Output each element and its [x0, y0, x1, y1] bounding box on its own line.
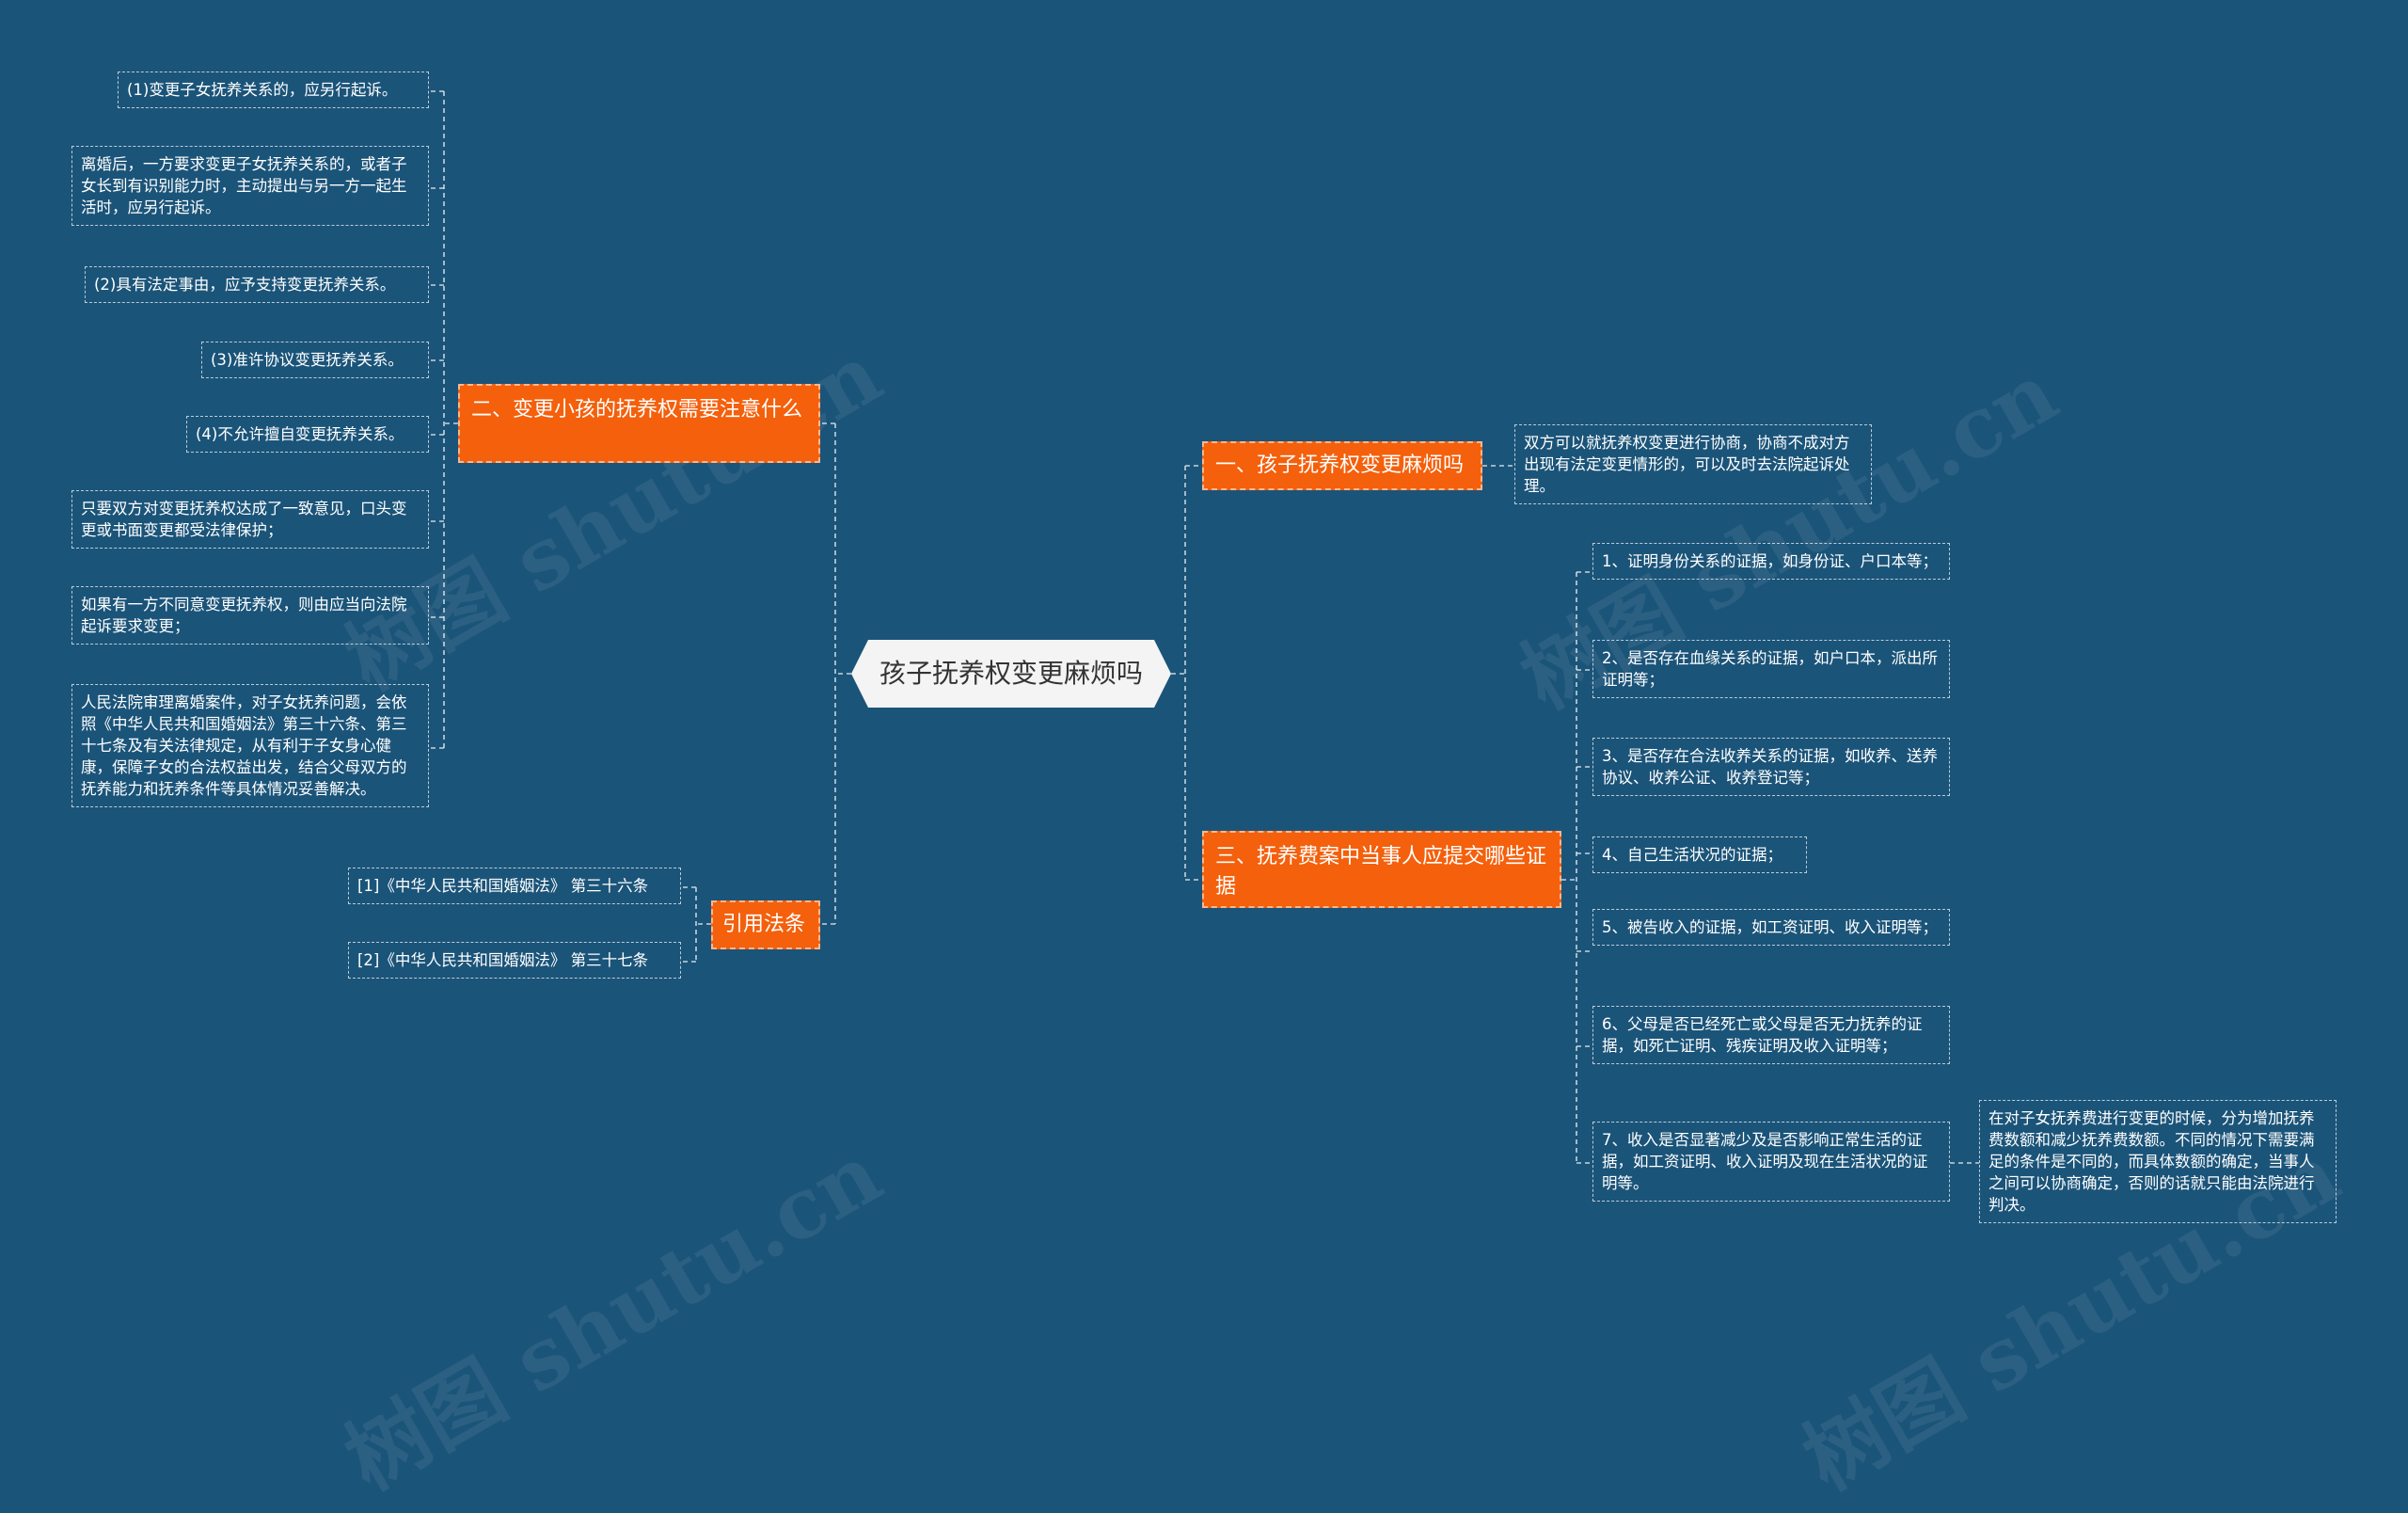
branch-2-leaf-5[interactable]: (4)不允许擅自变更抚养关系。 — [186, 416, 429, 453]
connector-lines — [429, 90, 1979, 1164]
branch-1-leaf[interactable]: 双方可以就抚养权变更进行协商，协商不成对方出现有法定变更情形的，可以及时去法院起… — [1514, 424, 1872, 504]
branch-4-leaf-1[interactable]: [1]《中华人民共和国婚姻法》 第三十六条 — [348, 868, 681, 904]
branch-2-leaf-7[interactable]: 如果有一方不同意变更抚养权，则由应当向法院起诉要求变更； — [71, 586, 429, 645]
branch-4-leaf-2[interactable]: [2]《中华人民共和国婚姻法》 第三十七条 — [348, 942, 681, 979]
branch-3-leaf-4[interactable]: 4、自己生活状况的证据； — [1592, 836, 1807, 873]
branch-2-topic[interactable]: 二、变更小孩的抚养权需要注意什么 — [458, 384, 820, 463]
branch-1-topic[interactable]: 一、孩子抚养权变更麻烦吗 — [1202, 441, 1482, 490]
branch-2-leaf-8[interactable]: 人民法院审理离婚案件，对子女抚养问题，会依照《中华人民共和国婚姻法》第三十六条、… — [71, 684, 429, 807]
branch-3-leaf-6[interactable]: 6、父母是否已经死亡或父母是否无力抚养的证据，如死亡证明、残疾证明及收入证明等； — [1592, 1006, 1950, 1064]
branch-3-leaf-7-detail[interactable]: 在对子女抚养费进行变更的时候，分为增加抚养费数额和减少抚养费数额。不同的情况下需… — [1979, 1100, 2337, 1223]
branch-2-leaf-4[interactable]: (3)准许协议变更抚养关系。 — [201, 342, 429, 378]
center-topic[interactable]: 孩子抚养权变更麻烦吗 — [851, 640, 1171, 708]
branch-2-leaf-1[interactable]: (1)变更子女抚养关系的，应另行起诉。 — [118, 72, 429, 108]
branch-3-leaf-2[interactable]: 2、是否存在血缘关系的证据，如户口本，派出所证明等； — [1592, 640, 1950, 698]
branch-3-topic[interactable]: 三、抚养费案中当事人应提交哪些证据 — [1202, 831, 1561, 908]
branch-2-leaf-3[interactable]: (2)具有法定事由，应予支持变更抚养关系。 — [85, 266, 429, 303]
branch-4-topic[interactable]: 引用法条 — [711, 900, 820, 949]
branch-3-leaf-5[interactable]: 5、被告收入的证据，如工资证明、收入证明等； — [1592, 909, 1950, 946]
branch-2-leaf-6[interactable]: 只要双方对变更抚养权达成了一致意见，口头变更或书面变更都受法律保护； — [71, 490, 429, 549]
branch-3-leaf-1[interactable]: 1、证明身份关系的证据，如身份证、户口本等； — [1592, 543, 1950, 580]
branch-3-leaf-3[interactable]: 3、是否存在合法收养关系的证据，如收养、送养协议、收养公证、收养登记等； — [1592, 738, 1950, 796]
branch-3-leaf-7[interactable]: 7、收入是否显著减少及是否影响正常生活的证据，如工资证明、收入证明及现在生活状况… — [1592, 1122, 1950, 1202]
branch-2-leaf-2[interactable]: 离婚后，一方要求变更子女抚养关系的，或者子女长到有识别能力时，主动提出与另一方一… — [71, 146, 429, 226]
